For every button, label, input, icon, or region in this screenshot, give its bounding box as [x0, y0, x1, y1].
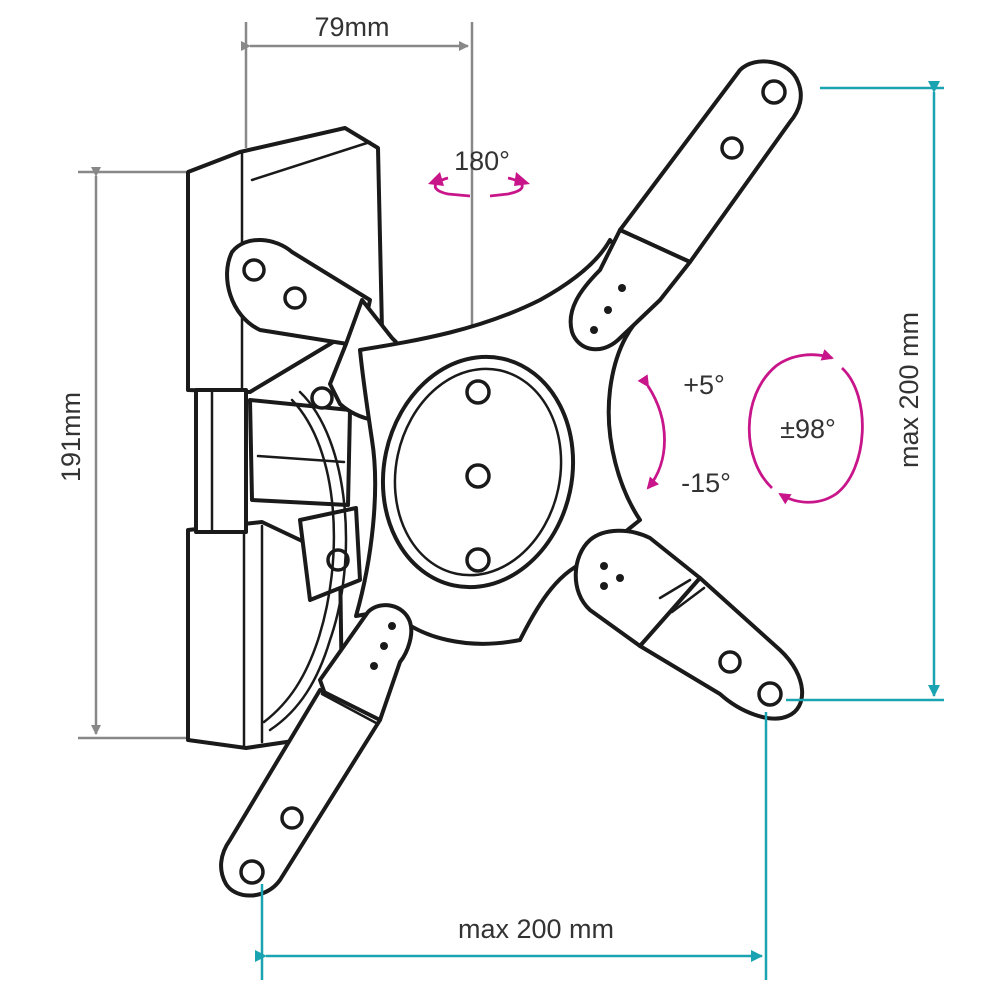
mount-hole-icon [242, 258, 266, 282]
mount-hole-icon [718, 650, 742, 674]
tilt-indicator: +5° -15° [637, 370, 731, 498]
rotation-arrow-bottom-icon [778, 366, 864, 505]
vesa-horizontal-dimension: max 200 mm [255, 712, 768, 980]
rotation-indicator: ±98° [747, 349, 864, 505]
mount-hole-icon [761, 79, 787, 105]
height-label: 191mm [56, 392, 86, 482]
swivel-arrow-right-icon [489, 176, 524, 198]
mount-hole-icon [280, 806, 304, 830]
pivot-bolt-icon [310, 386, 334, 410]
rotation-arrow-top-icon [747, 349, 834, 490]
swivel-label: 180° [454, 146, 510, 176]
mount-hole-icon [757, 681, 783, 707]
tilt-down-label: -15° [681, 468, 731, 498]
vesa-vertical-label: max 200 mm [894, 312, 924, 468]
vesa-horizontal-label: max 200 mm [458, 914, 614, 944]
lower-left-arm [219, 603, 414, 898]
depth-dimension: 79mm [241, 12, 474, 332]
tilt-up-label: +5° [683, 370, 725, 400]
lower-right-arm [573, 528, 804, 721]
center-hole-icon [465, 547, 491, 573]
mount-hole-icon [720, 136, 744, 160]
vesa-vertical-dimension: max 200 mm [786, 81, 944, 702]
depth-label: 79mm [314, 12, 389, 42]
swivel-indicator: 180° [428, 146, 530, 198]
center-hole-icon [465, 379, 491, 405]
mount-hole-icon [283, 286, 307, 310]
rotation-label: ±98° [780, 414, 836, 444]
tilt-arrow-icon [637, 374, 666, 490]
swivel-arrow-left-icon [433, 176, 471, 198]
mount-hole-icon [239, 859, 265, 885]
upper-right-arm [568, 59, 803, 352]
height-dimension: 191mm [56, 167, 186, 740]
center-hole-icon [465, 463, 491, 489]
